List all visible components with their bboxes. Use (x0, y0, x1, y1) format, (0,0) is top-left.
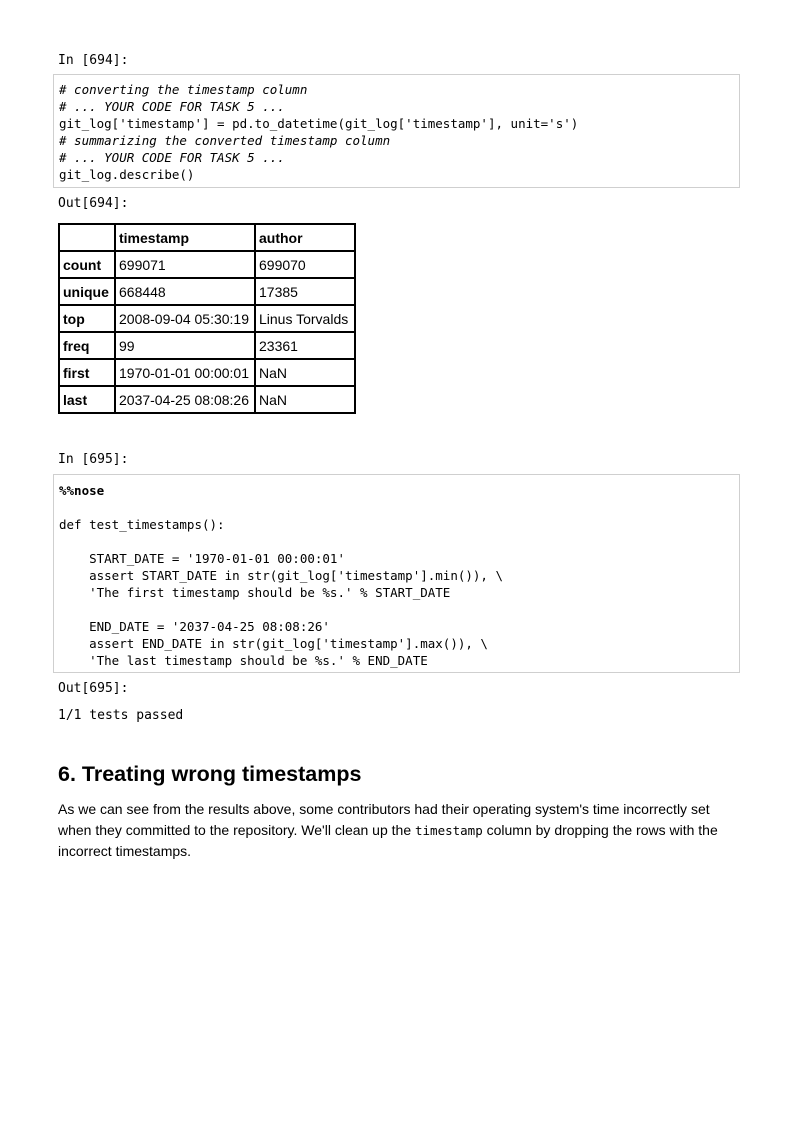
table-cell: 99 (114, 331, 256, 360)
code-line: # ... YOUR CODE FOR TASK 5 ... (59, 99, 285, 114)
row-index: first (58, 358, 116, 387)
row-index: unique (58, 277, 116, 306)
table-cell: 699071 (114, 250, 256, 279)
code-line: git_log.describe() (59, 167, 195, 182)
row-index: last (58, 385, 116, 414)
row-index: count (58, 250, 116, 279)
table-cell: 2008-09-04 05:30:19 (114, 304, 256, 333)
code-line: 'The first timestamp should be %s.' % ST… (59, 585, 451, 600)
code-line: %%nose (59, 483, 105, 498)
code-line: git_log['timestamp'] = pd.to_datetime(gi… (59, 116, 579, 131)
table-header-row: timestamp author (58, 223, 356, 252)
table-row: unique 668448 17385 (58, 277, 356, 306)
row-index: freq (58, 331, 116, 360)
code-cell-input[interactable]: # converting the timestamp column # ... … (53, 74, 740, 188)
code-line: END_DATE = '2037-04-25 08:08:26' (59, 619, 330, 634)
table-row: top 2008-09-04 05:30:19 Linus Torvalds (58, 304, 356, 333)
table-header-cell: timestamp (114, 223, 256, 252)
code-line: def test_timestamps(): (59, 517, 225, 532)
code-line: assert START_DATE in str(git_log['timest… (59, 568, 504, 583)
table-cell: NaN (254, 358, 356, 387)
describe-output-table: timestamp author count 699071 699070 uni… (58, 223, 356, 414)
cell-output-text: 1/1 tests passed (58, 708, 184, 723)
markdown-paragraph: As we can see from the results above, so… (58, 799, 738, 862)
input-prompt: In [695]: (58, 452, 129, 467)
table-cell: 699070 (254, 250, 356, 279)
table-cell: 1970-01-01 00:00:01 (114, 358, 256, 387)
table-header-cell: author (254, 223, 356, 252)
table-row: first 1970-01-01 00:00:01 NaN (58, 358, 356, 387)
code-line: # ... YOUR CODE FOR TASK 5 ... (59, 150, 285, 165)
section-heading: 6. Treating wrong timestamps (58, 762, 362, 786)
output-prompt: Out[695]: (58, 681, 129, 696)
row-index: top (58, 304, 116, 333)
table-row: count 699071 699070 (58, 250, 356, 279)
code-line: START_DATE = '1970-01-01 00:00:01' (59, 551, 345, 566)
table-cell: 17385 (254, 277, 356, 306)
code-line: # converting the timestamp column (59, 82, 308, 97)
table-cell: 2037-04-25 08:08:26 (114, 385, 256, 414)
table-row: last 2037-04-25 08:08:26 NaN (58, 385, 356, 414)
inline-code: timestamp (415, 822, 483, 838)
output-prompt: Out[694]: (58, 196, 129, 211)
table-cell: NaN (254, 385, 356, 414)
table-cell: 23361 (254, 331, 356, 360)
code-line: assert END_DATE in str(git_log['timestam… (59, 636, 488, 651)
input-prompt: In [694]: (58, 53, 129, 68)
table-row: freq 99 23361 (58, 331, 356, 360)
table-cell: 668448 (114, 277, 256, 306)
code-cell-input[interactable]: %%nose def test_timestamps(): START_DATE… (53, 474, 740, 673)
code-line: 'The last timestamp should be %s.' % END… (59, 653, 428, 668)
code-line: # summarizing the converted timestamp co… (59, 133, 391, 148)
paragraph-text: column by dropping the rows with the inc… (58, 821, 718, 860)
paragraph-text: As we can see from the results above, so… (58, 801, 710, 838)
table-cell: Linus Torvalds (254, 304, 356, 333)
table-header-cell (58, 223, 116, 252)
